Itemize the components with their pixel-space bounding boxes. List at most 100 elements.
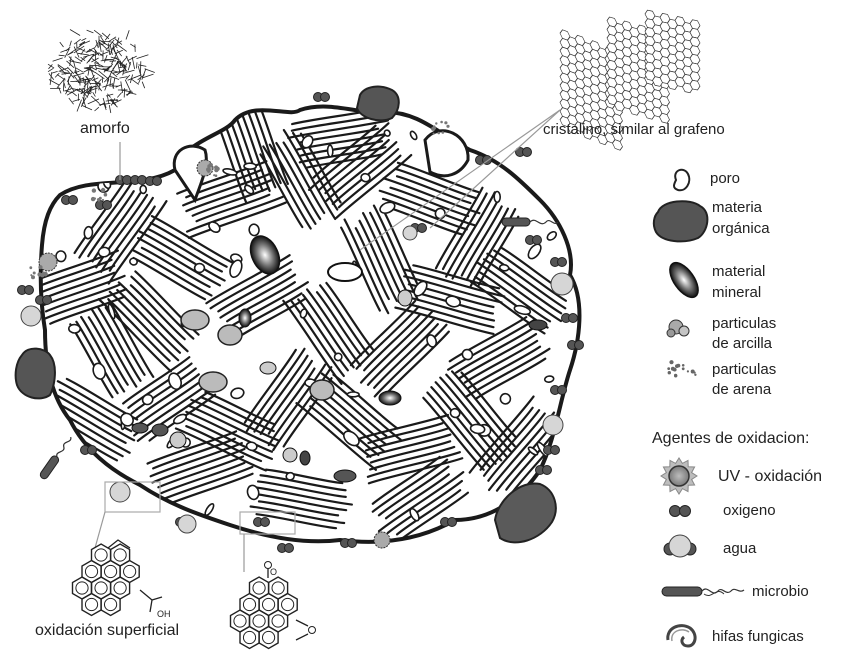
amorphous-bond [142, 82, 145, 89]
oxygen-atom [309, 627, 316, 634]
amorphous-bond [117, 44, 127, 51]
organic-matter-blob [16, 349, 55, 399]
uv-oxidation-icon [661, 458, 697, 494]
amorphous-bond [67, 70, 74, 78]
anhydride-group [296, 620, 308, 640]
amorphous-bond [108, 37, 116, 42]
sand-grain [677, 364, 681, 368]
amorphous-bond [59, 87, 61, 93]
oxygen-atom [321, 93, 330, 102]
legend-microbio: microbio [752, 583, 809, 601]
mineral-icon [664, 258, 703, 302]
legend-particulas-arena-2: de arena [712, 381, 771, 399]
oxygen-atom [575, 341, 584, 350]
legend-materia-organica-2: orgánica [712, 220, 770, 238]
aromatic-circle [272, 582, 284, 594]
pore [499, 264, 509, 271]
legend-agua: agua [723, 540, 756, 558]
amorphous-bond [76, 68, 84, 72]
benzene-ring [240, 627, 259, 649]
amorphous-bond [87, 30, 94, 33]
graphene-sheet [645, 10, 700, 95]
sand-grain [29, 266, 32, 269]
amorphous-bond [78, 82, 89, 83]
amorphous-bond [59, 55, 65, 56]
pore [195, 264, 205, 273]
carboxyl-group [140, 590, 152, 612]
water-droplet [543, 415, 563, 435]
amorphous-bond [50, 72, 52, 85]
fungal-hyphae-icon [668, 626, 695, 646]
legend-particulas-arcilla-2: de arcilla [712, 335, 772, 353]
legend-material-mineral-1: material [712, 263, 765, 281]
dark-inclusion [300, 451, 310, 465]
sand-grain [435, 122, 437, 124]
amorphous-bond [106, 94, 113, 96]
oxygen-atom [103, 201, 112, 210]
amorphous-bond [102, 84, 113, 88]
benzene-ring [259, 627, 278, 649]
amorphous-bond [103, 69, 110, 70]
amorphous-bond [115, 50, 123, 53]
amorphous-bond [104, 55, 107, 63]
oxygen-atom [523, 148, 532, 157]
aromatic-circle [262, 631, 274, 643]
sand-grain [206, 167, 211, 172]
amorphous-bond [108, 43, 109, 55]
amorphous-bond [93, 92, 96, 96]
amorphous-bond [119, 77, 127, 79]
aromatic-circle [243, 598, 255, 610]
amorphous-bond [82, 105, 92, 110]
microbe-icon [662, 587, 744, 596]
oxygen-atom [448, 518, 457, 527]
amorphous-bond [109, 105, 111, 113]
aromatic-circle [253, 582, 265, 594]
amorphous-bond [95, 72, 104, 79]
amorphous-bond [138, 65, 146, 67]
sand-grain [42, 271, 45, 274]
amorphous-bond [91, 96, 99, 104]
pore [137, 161, 144, 174]
clay-inclusion [218, 325, 242, 345]
amorphous-bond [110, 61, 117, 62]
oxygen-icon [670, 506, 691, 517]
oxygen-atom [153, 177, 162, 186]
sand-grain [682, 367, 685, 370]
aromatic-circle [282, 598, 294, 610]
dark-inclusion [152, 424, 168, 436]
amorphous-bond [100, 36, 105, 44]
amorphous-bond [112, 71, 118, 73]
microbe [39, 435, 74, 481]
sand-grain [674, 374, 677, 377]
water-droplet [551, 273, 573, 295]
amorphous-bond [107, 70, 112, 82]
clay-inclusion [199, 372, 227, 392]
organic-matter-blob [357, 87, 399, 121]
sand-grain [668, 371, 671, 374]
label-oxidacion-superficial: oxidación superficial [35, 622, 179, 640]
amorphous-bond [96, 40, 98, 48]
organic-matter-icon [654, 201, 708, 241]
oxygen-atom [533, 236, 542, 245]
amorphous-bond [132, 57, 134, 69]
dark-inclusion [334, 470, 356, 482]
pore [494, 191, 500, 202]
amorphous-bond [74, 39, 81, 44]
oxygen-atom [261, 518, 270, 527]
sand-grain [444, 121, 447, 124]
sand-grain [92, 188, 96, 192]
aromatic-circle [95, 549, 107, 561]
water-droplet [403, 226, 417, 240]
clay-cluster [197, 160, 213, 176]
legend-oxigeno: oxigeno [723, 502, 776, 520]
sand-grain [446, 125, 449, 128]
aromatic-circle [253, 615, 265, 627]
sand-inclusion [260, 362, 276, 374]
amorphous-bond [71, 92, 76, 96]
sand-particles-icon [667, 360, 696, 377]
clay-particles-icon [667, 320, 689, 337]
amorphous-bond [64, 83, 65, 88]
aromatic-circle [243, 631, 255, 643]
benzene-ring [101, 594, 120, 616]
sand-inclusion [328, 263, 362, 281]
